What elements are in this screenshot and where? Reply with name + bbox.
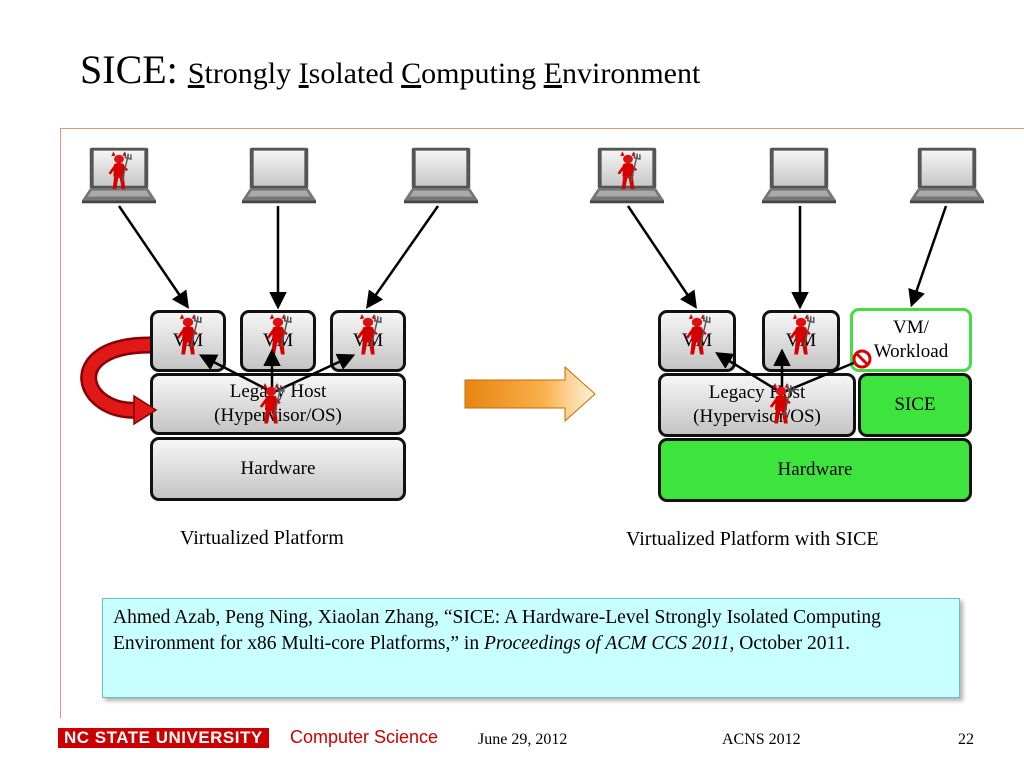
laptop-icon-left-2 — [241, 147, 317, 204]
laptop-icon-right-2 — [761, 147, 837, 204]
arrow-right-1 — [626, 205, 697, 309]
title-initial-s: S — [187, 57, 205, 90]
right-caption: Virtualized Platform with SICE — [626, 528, 879, 550]
title-initial-c: C — [401, 57, 422, 90]
attack-arrow-right-blocked — [783, 360, 857, 394]
laptop-icon-left-3 — [403, 147, 479, 204]
workload-line2: Workload — [873, 341, 949, 362]
title-initial-e: E — [543, 57, 562, 90]
title-rest-e: nvironment — [562, 57, 701, 90]
citation-authors: Ahmed Azab, Peng Ning, Xiaolan Zhang, “S… — [113, 607, 881, 654]
prohibited-icon — [852, 349, 872, 369]
laptop-icon-right-3 — [909, 147, 985, 204]
left-caption: Virtualized Platform — [180, 527, 344, 549]
title-main: SICE: — [80, 47, 178, 92]
devil-icon-left-vm-2 — [265, 313, 292, 356]
devil-icon-right-vm-1 — [684, 313, 711, 356]
right-hardware-label: Hardware — [777, 459, 853, 481]
left-host-subtitle: (Hypervisor/OS) — [214, 405, 342, 426]
footer-conference: ACNS 2012 — [722, 731, 801, 748]
university-logo: NC STATE UNIVERSITY — [58, 728, 269, 748]
arrow-right-icon — [464, 365, 596, 423]
left-host-title: Legacy Host — [229, 381, 327, 403]
citation-venue: Proceedings of ACM CCS 2011 — [483, 632, 730, 654]
sice-label: SICE — [894, 394, 936, 416]
page-number: 22 — [958, 731, 974, 748]
title-initial-i: I — [298, 57, 309, 90]
arrow-right-3 — [908, 205, 948, 308]
left-vm-1: VM — [150, 310, 226, 372]
slide-title: SICE: Strongly Isolated Computing Enviro… — [80, 40, 700, 104]
devil-icon-left-host — [258, 382, 285, 425]
devil-icon-left-vm-3 — [355, 313, 382, 356]
devil-icon-left-vm-1 — [175, 313, 202, 356]
sice-box: SICE — [858, 373, 972, 437]
left-divider — [60, 128, 61, 718]
title-rest-c: omputing — [421, 57, 537, 90]
right-vm-workload: VM/ Workload — [850, 308, 972, 372]
citation-box: Ahmed Azab, Peng Ning, Xiaolan Zhang, “S… — [102, 598, 960, 698]
right-hardware: Hardware — [658, 438, 972, 502]
attack-arrow-left-vm3 — [273, 353, 356, 394]
top-divider — [60, 128, 1024, 129]
workload-line1: VM/ — [893, 317, 929, 339]
left-legacy-host: Legacy Host (Hypervisor/OS) — [150, 373, 406, 435]
attack-arrow-left-vm1 — [198, 354, 273, 394]
arrow-left-3 — [365, 205, 440, 309]
department-label: Computer Science — [290, 727, 439, 747]
left-hardware: Hardware — [150, 437, 406, 501]
devil-icon-right-vm-2 — [788, 313, 815, 356]
footer-date: June 29, 2012 — [478, 731, 568, 748]
citation-date: , October 2011. — [729, 632, 851, 654]
curved-red-arrow-icon — [80, 336, 158, 426]
title-rest-s: trongly — [204, 57, 292, 90]
title-rest-i: solated — [308, 57, 394, 90]
attack-arrow-right-vm1 — [715, 352, 781, 394]
left-hardware-label: Hardware — [240, 458, 316, 480]
right-host-subtitle: (Hypervisor/OS) — [693, 406, 821, 427]
arrow-left-1 — [117, 205, 189, 309]
